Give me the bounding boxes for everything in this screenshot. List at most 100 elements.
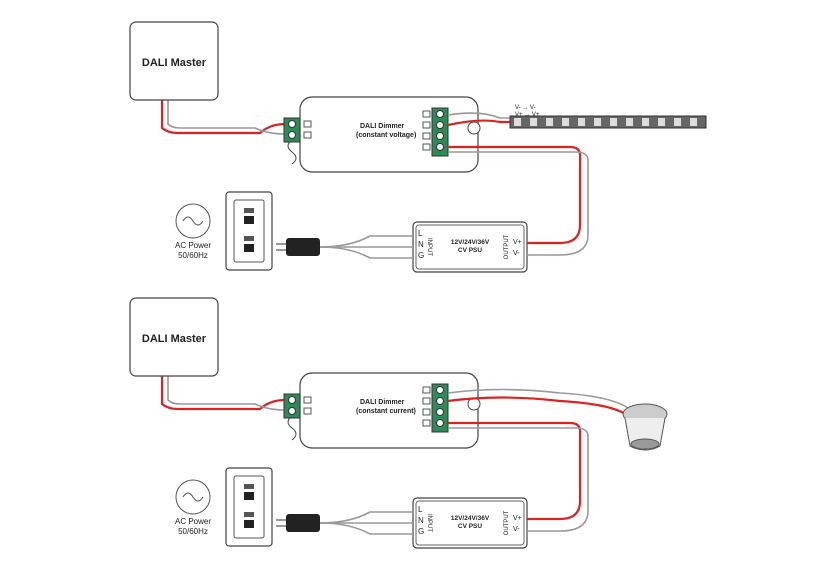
- terminal-screw-icon: [288, 131, 296, 139]
- psu-terminal-l: L: [418, 505, 423, 514]
- downlight-lens: [630, 438, 660, 450]
- led-chip-icon: [514, 118, 521, 126]
- psu-voltage-label: 12V/24V/36V: [451, 515, 490, 522]
- terminal-screw-icon: [288, 396, 296, 404]
- ac-power-label: AC Power: [175, 241, 211, 250]
- terminal-marking-icon: [422, 419, 431, 427]
- strip-wire-grey: [447, 112, 510, 119]
- terminal-marking-icon: [422, 143, 431, 151]
- sine-wave-icon: [182, 216, 204, 226]
- ac-frequency-label: 50/60Hz: [178, 251, 208, 260]
- mounting-hook-icon: [287, 139, 297, 165]
- ac-power-label: AC Power: [175, 517, 211, 526]
- psu-terminal-g: G: [418, 527, 424, 536]
- psu-terminal-l: L: [418, 229, 423, 238]
- terminal-screw-icon: [288, 120, 296, 128]
- psu-voltage-label: 12V/24V/36V: [451, 239, 490, 246]
- dimmer-title: DALI Dimmer: [360, 123, 405, 130]
- power-plug-icon: [286, 514, 320, 532]
- led-chip-icon: [594, 118, 601, 126]
- psu-terminal-n: N: [418, 516, 424, 525]
- psu-type-label: CV PSU: [458, 523, 483, 530]
- psu-inner-border: [415, 500, 525, 546]
- terminal-screw-icon: [436, 143, 444, 151]
- ac-wire-g: [319, 522, 413, 535]
- ac-wire-l: [319, 235, 413, 248]
- outlet-slot-icon: [244, 236, 254, 241]
- psu-output-label: OUTPUT: [504, 510, 510, 535]
- psu-output-label: OUTPUT: [504, 234, 510, 259]
- terminal-marking-icon: [303, 120, 312, 128]
- dimmer-subtitle: (constant voltage): [356, 132, 416, 139]
- terminal-screw-icon: [436, 132, 444, 140]
- strip-label-vminus: V- → V-: [515, 105, 536, 111]
- mounting-hole-icon: [467, 121, 481, 135]
- psu-input-label: INPUT: [426, 238, 432, 256]
- led-chip-icon: [610, 118, 617, 126]
- terminal-screw-icon: [288, 407, 296, 415]
- psu-type-label: CV PSU: [458, 247, 483, 254]
- led-chip-icon: [546, 118, 553, 126]
- psu-vminus-wire: [448, 151, 589, 256]
- light-wire-grey: [447, 388, 629, 409]
- led-chip-icon: [578, 118, 585, 126]
- outlet-slot-icon: [244, 208, 254, 213]
- dimmer-title: DALI Dimmer: [360, 399, 405, 406]
- psu-vminus-wire: [448, 427, 589, 532]
- outlet-faceplate: [233, 475, 265, 539]
- terminal-marking-icon: [303, 131, 312, 139]
- dali-master-box: [129, 297, 219, 377]
- dali-master-label: DALI Master: [142, 333, 207, 345]
- outlet-slot-icon: [244, 492, 254, 500]
- terminal-marking-icon: [422, 408, 431, 416]
- terminal-screw-icon: [436, 121, 444, 129]
- dimmer-subtitle: (constant current): [356, 408, 416, 415]
- psu-inner-border: [415, 224, 525, 270]
- terminal-marking-icon: [303, 407, 312, 415]
- strip-wire-red: [447, 119, 510, 127]
- outlet-slot-icon: [244, 512, 254, 517]
- power-plug-icon: [286, 238, 320, 256]
- terminal-screw-icon: [436, 386, 444, 394]
- terminal-screw-icon: [436, 408, 444, 416]
- psu-terminal-n: N: [418, 240, 424, 249]
- terminal-screw-icon: [436, 419, 444, 427]
- dali-wire-grey: [167, 376, 286, 411]
- dali-wire-grey: [167, 100, 286, 135]
- psu-terminal-v-plus: V+: [513, 239, 522, 246]
- outlet-slot-icon: [244, 244, 254, 252]
- mounting-hook-icon: [287, 415, 297, 441]
- terminal-marking-icon: [422, 121, 431, 129]
- psu-vplus-wire: [448, 145, 582, 245]
- psu-terminal-v-minus: V-: [513, 526, 520, 533]
- psu-input-label: INPUT: [426, 514, 432, 532]
- dali-wire-red: [160, 376, 286, 411]
- dali-wire-red: [160, 100, 286, 135]
- led-strip: [509, 115, 707, 129]
- outlet-slot-icon: [244, 484, 254, 489]
- outlet-slot-icon: [244, 520, 254, 528]
- led-chip-icon: [658, 118, 665, 126]
- ac-frequency-label: 50/60Hz: [178, 527, 208, 536]
- plug-prongs-icon: [276, 519, 286, 527]
- led-chip-icon: [674, 118, 681, 126]
- outlet-faceplate: [233, 199, 265, 263]
- psu-terminal-g: G: [418, 251, 424, 260]
- terminal-marking-icon: [422, 397, 431, 405]
- outlet-slot-icon: [244, 216, 254, 224]
- psu-terminal-v-plus: V+: [513, 515, 522, 522]
- light-wire-red: [447, 396, 626, 415]
- terminal-marking-icon: [303, 396, 312, 404]
- terminal-screw-icon: [436, 397, 444, 405]
- wall-outlet: [225, 191, 273, 271]
- terminal-marking-icon: [422, 386, 431, 394]
- strip-label-vplus: V+ → V+: [515, 112, 540, 118]
- terminal-screw-icon: [436, 110, 444, 118]
- ac-wire-l: [319, 511, 413, 524]
- dali-master-box: [129, 21, 219, 101]
- ac-wire-g: [319, 246, 413, 259]
- led-chip-icon: [530, 118, 537, 126]
